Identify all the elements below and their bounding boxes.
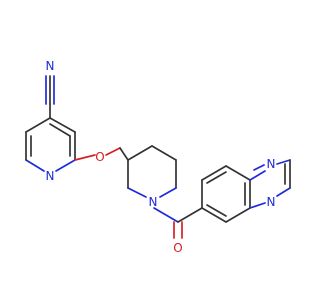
benzo-bond-6-inner (206, 204, 227, 217)
chemical-structure: N N O N O N N (25, 59, 291, 255)
pyrazine-bond-c8a-n1 (249, 170, 266, 181)
amide-bond-n-c (153, 207, 179, 223)
amide-group (153, 207, 203, 239)
quinoxaline-pyrazine-ring (249, 159, 291, 209)
pyridine-bond-c4-c3 (49, 117, 76, 133)
quinoxaline-n1-label: N (267, 157, 276, 171)
quinoxaline-benzene-ring (201, 165, 251, 223)
quinoxaline-n4-label: N (267, 195, 276, 209)
ether-oxygen-label: O (95, 150, 104, 164)
pyrazine-bond-n4-c4a (249, 202, 266, 209)
pyridine-nitrogen-label: N (46, 169, 55, 183)
benzo-bond-3 (225, 165, 251, 181)
ether-bond-o-ch2 (105, 147, 121, 156)
pyrazine-bond-n1-c2 (276, 159, 291, 165)
piperidine-bond-c4-c3 (127, 145, 153, 161)
piperidine-nitrogen-label: N (149, 195, 158, 209)
nitrile-group (45, 75, 55, 119)
amide-bond-c-ring (177, 207, 203, 223)
benzo-bond-6 (201, 207, 227, 223)
nitrile-nitrogen-label: N (46, 59, 55, 73)
piperidine-bond-c3-c2 (151, 145, 177, 161)
piperidine-bond-n-c6 (127, 187, 147, 198)
benzo-bond-2-inner (206, 171, 227, 184)
pyridine-bond-c5-c4 (25, 117, 51, 133)
ether-bond-ch2-c4 (119, 147, 129, 161)
pyridine-ring (25, 117, 76, 172)
benzo-bond-2 (201, 165, 227, 181)
piperidine-bond-c1-n (159, 187, 177, 198)
benzo-bond-5 (225, 207, 251, 223)
pyridine-bond-c2-n (55, 159, 76, 172)
pyrazine-bond-n1-inner (253, 164, 265, 171)
pyridine-bond-n-c6 (25, 159, 45, 172)
carbonyl-oxygen-label: O (173, 241, 182, 255)
ether-bond-ring-o (74, 154, 96, 161)
piperidine-ring (127, 145, 177, 198)
pyrazine-bond-c3-n4 (276, 187, 291, 197)
ether-linkage (74, 147, 129, 161)
pyridine-bond-c4-c3-inner (49, 123, 71, 137)
